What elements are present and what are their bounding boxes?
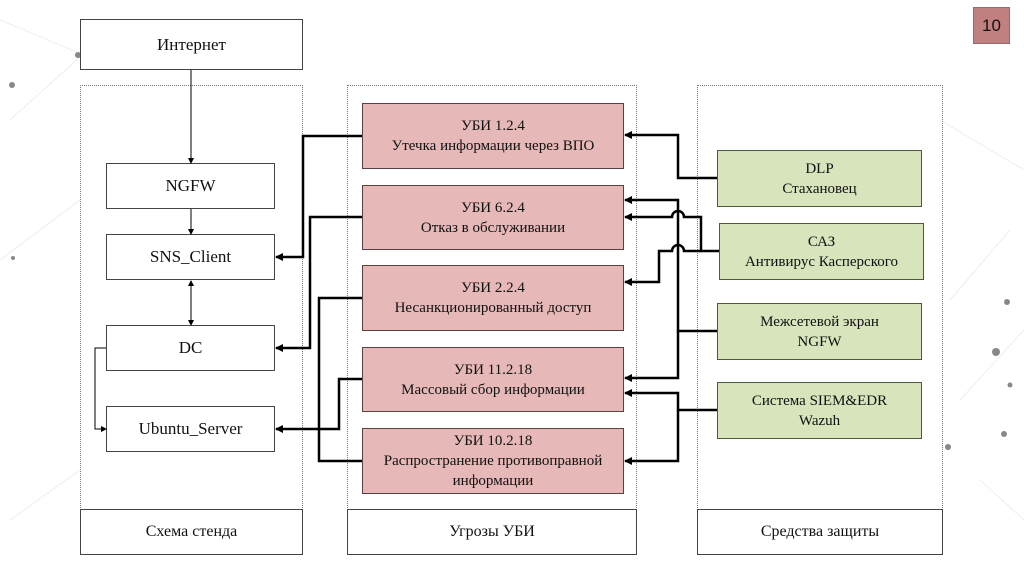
threat-node: УБИ 6.2.4 Отказ в обслуживании bbox=[362, 185, 624, 250]
defense-line1: Система SIEM&EDR bbox=[751, 392, 888, 409]
threat-code: УБИ 6.2.4 bbox=[461, 199, 525, 216]
node-ubuntu-server: Ubuntu_Server bbox=[106, 406, 275, 452]
node-internet: Интернет bbox=[80, 19, 303, 70]
defense-line1: DLP bbox=[805, 160, 834, 177]
node-dc: DC bbox=[106, 325, 275, 371]
threat-name: Несанкционированный доступ bbox=[394, 300, 592, 316]
node-ubuntu-server-label: Ubuntu_Server bbox=[138, 419, 243, 438]
defense-line1: САЗ bbox=[807, 233, 836, 250]
defense-line2: Антивирус Касперского bbox=[744, 253, 899, 270]
threat-name: Отказ в обслуживании bbox=[420, 219, 566, 236]
defense-line2: NGFW bbox=[797, 333, 842, 350]
node-internet-label: Интернет bbox=[157, 34, 226, 54]
node-sns-client: SNS_Client bbox=[106, 234, 275, 280]
node-ngfw-label: NGFW bbox=[165, 176, 216, 195]
node-ngfw: NGFW bbox=[106, 163, 275, 209]
defense-line2: Стахановец bbox=[782, 180, 857, 197]
threat-name: Массовый сбор информации bbox=[401, 381, 585, 398]
threat-name: Утечка информации через ВПО bbox=[391, 138, 595, 154]
threat-node: УБИ 2.2.4 Несанкционированный доступ bbox=[362, 265, 624, 331]
threat-node: УБИ 10.2.18 Распространение противоправн… bbox=[362, 428, 624, 494]
defense-node: САЗ Антивирус Касперского bbox=[719, 223, 924, 280]
defense-line2: Wazuh bbox=[798, 412, 841, 429]
defenses-panel bbox=[697, 85, 943, 510]
defense-node: Система SIEM&EDR Wazuh bbox=[717, 382, 922, 439]
threat-node: УБИ 11.2.18 Массовый сбор информации bbox=[362, 347, 624, 412]
defense-line1: Межсетевой экран bbox=[760, 313, 879, 330]
defenses-caption: Средства защиты bbox=[697, 509, 943, 555]
threat-code: УБИ 2.2.4 bbox=[461, 280, 525, 296]
node-dc-label: DC bbox=[178, 338, 203, 357]
defense-node: DLP Стахановец bbox=[717, 150, 922, 207]
node-sns-client-label: SNS_Client bbox=[149, 247, 232, 266]
defense-node: Межсетевой экран NGFW bbox=[717, 303, 922, 360]
threat-code: УБИ 10.2.18 bbox=[453, 433, 533, 449]
stand-caption: Схема стенда bbox=[80, 509, 303, 555]
threat-node: УБИ 1.2.4 Утечка информации через ВПО bbox=[362, 103, 624, 169]
threat-code: УБИ 1.2.4 bbox=[461, 118, 525, 134]
page-number-badge: 10 bbox=[973, 7, 1010, 44]
threat-name: Распространение противоправной информаци… bbox=[383, 453, 603, 489]
threat-code: УБИ 11.2.18 bbox=[453, 361, 533, 378]
threats-caption: Угрозы УБИ bbox=[347, 509, 637, 555]
